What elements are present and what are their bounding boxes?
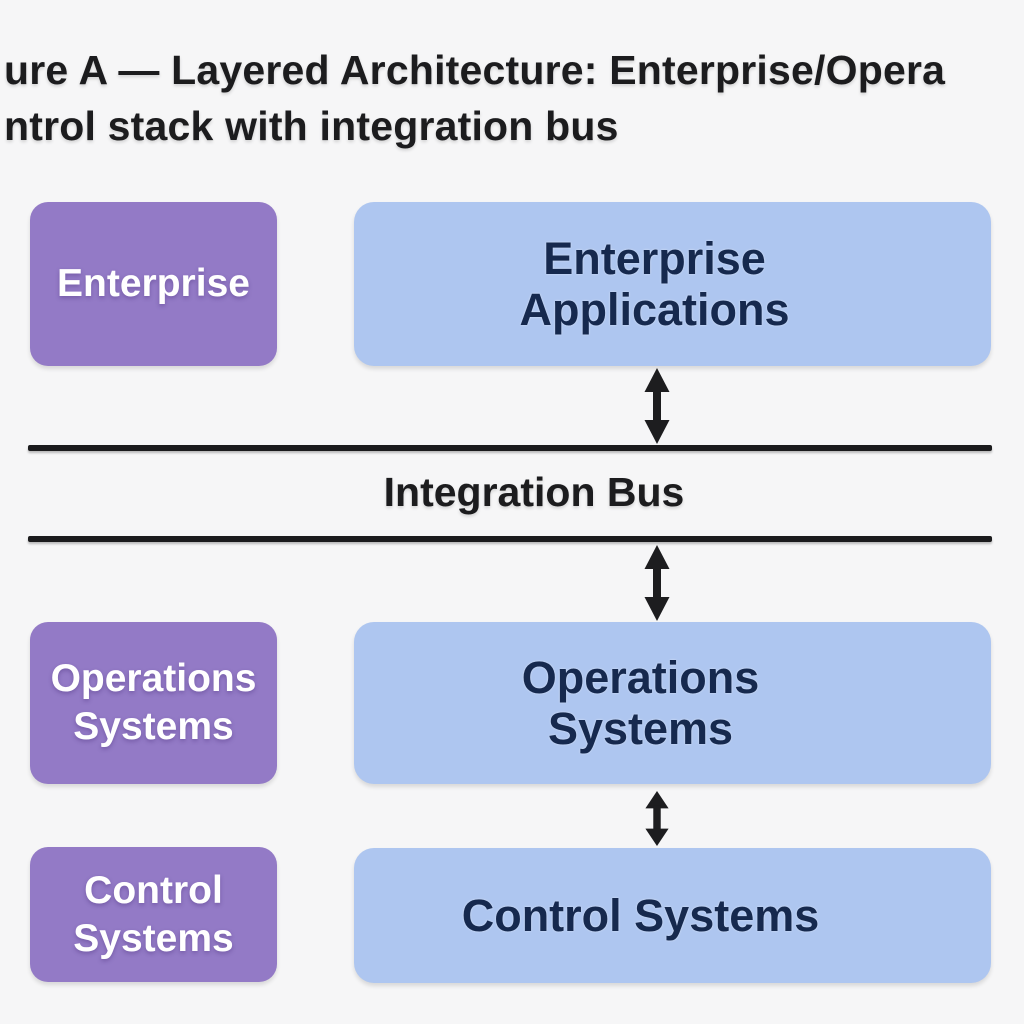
operations-layer-node: Operations Systems [30,622,277,784]
control-layer-label-line1: Control [84,868,223,912]
operations-systems-label-line2: Systems [547,703,734,754]
operations-control-double-vertical-arrow-icon [644,791,670,846]
bus-operations-double-vertical-arrow-icon [643,545,671,621]
operations-systems-node: Operations Systems [354,622,991,784]
operations-systems-label-line1: Operations [521,652,760,703]
control-layer-label-line2: Systems [73,916,234,960]
enterprise-layer-label: Enterprise [57,262,250,305]
enterprise-layer-node: Enterprise [30,202,277,366]
control-layer-node: Control Systems [30,847,277,982]
figure-title-line-2: ntrol stack with integration bus [4,103,619,149]
integration-bus-line-top [28,445,992,451]
enterprise-applications-node: Enterprise Applications [354,202,991,366]
enterprise-bus-double-vertical-arrow-icon [643,368,671,444]
control-systems-label: Control Systems [461,890,820,941]
enterprise-applications-label-line2: Applications [519,284,790,335]
integration-bus-line-bottom [28,536,992,542]
control-systems-node: Control Systems [354,848,991,983]
enterprise-applications-label-line1: Enterprise [543,233,766,284]
operations-layer-label-line2: Systems [73,705,234,748]
figure-title-line-1: ure A — Layered Architecture: Enterprise… [4,47,946,93]
operations-layer-label-line1: Operations [50,657,257,700]
integration-bus-label: Integration Bus [383,469,685,515]
